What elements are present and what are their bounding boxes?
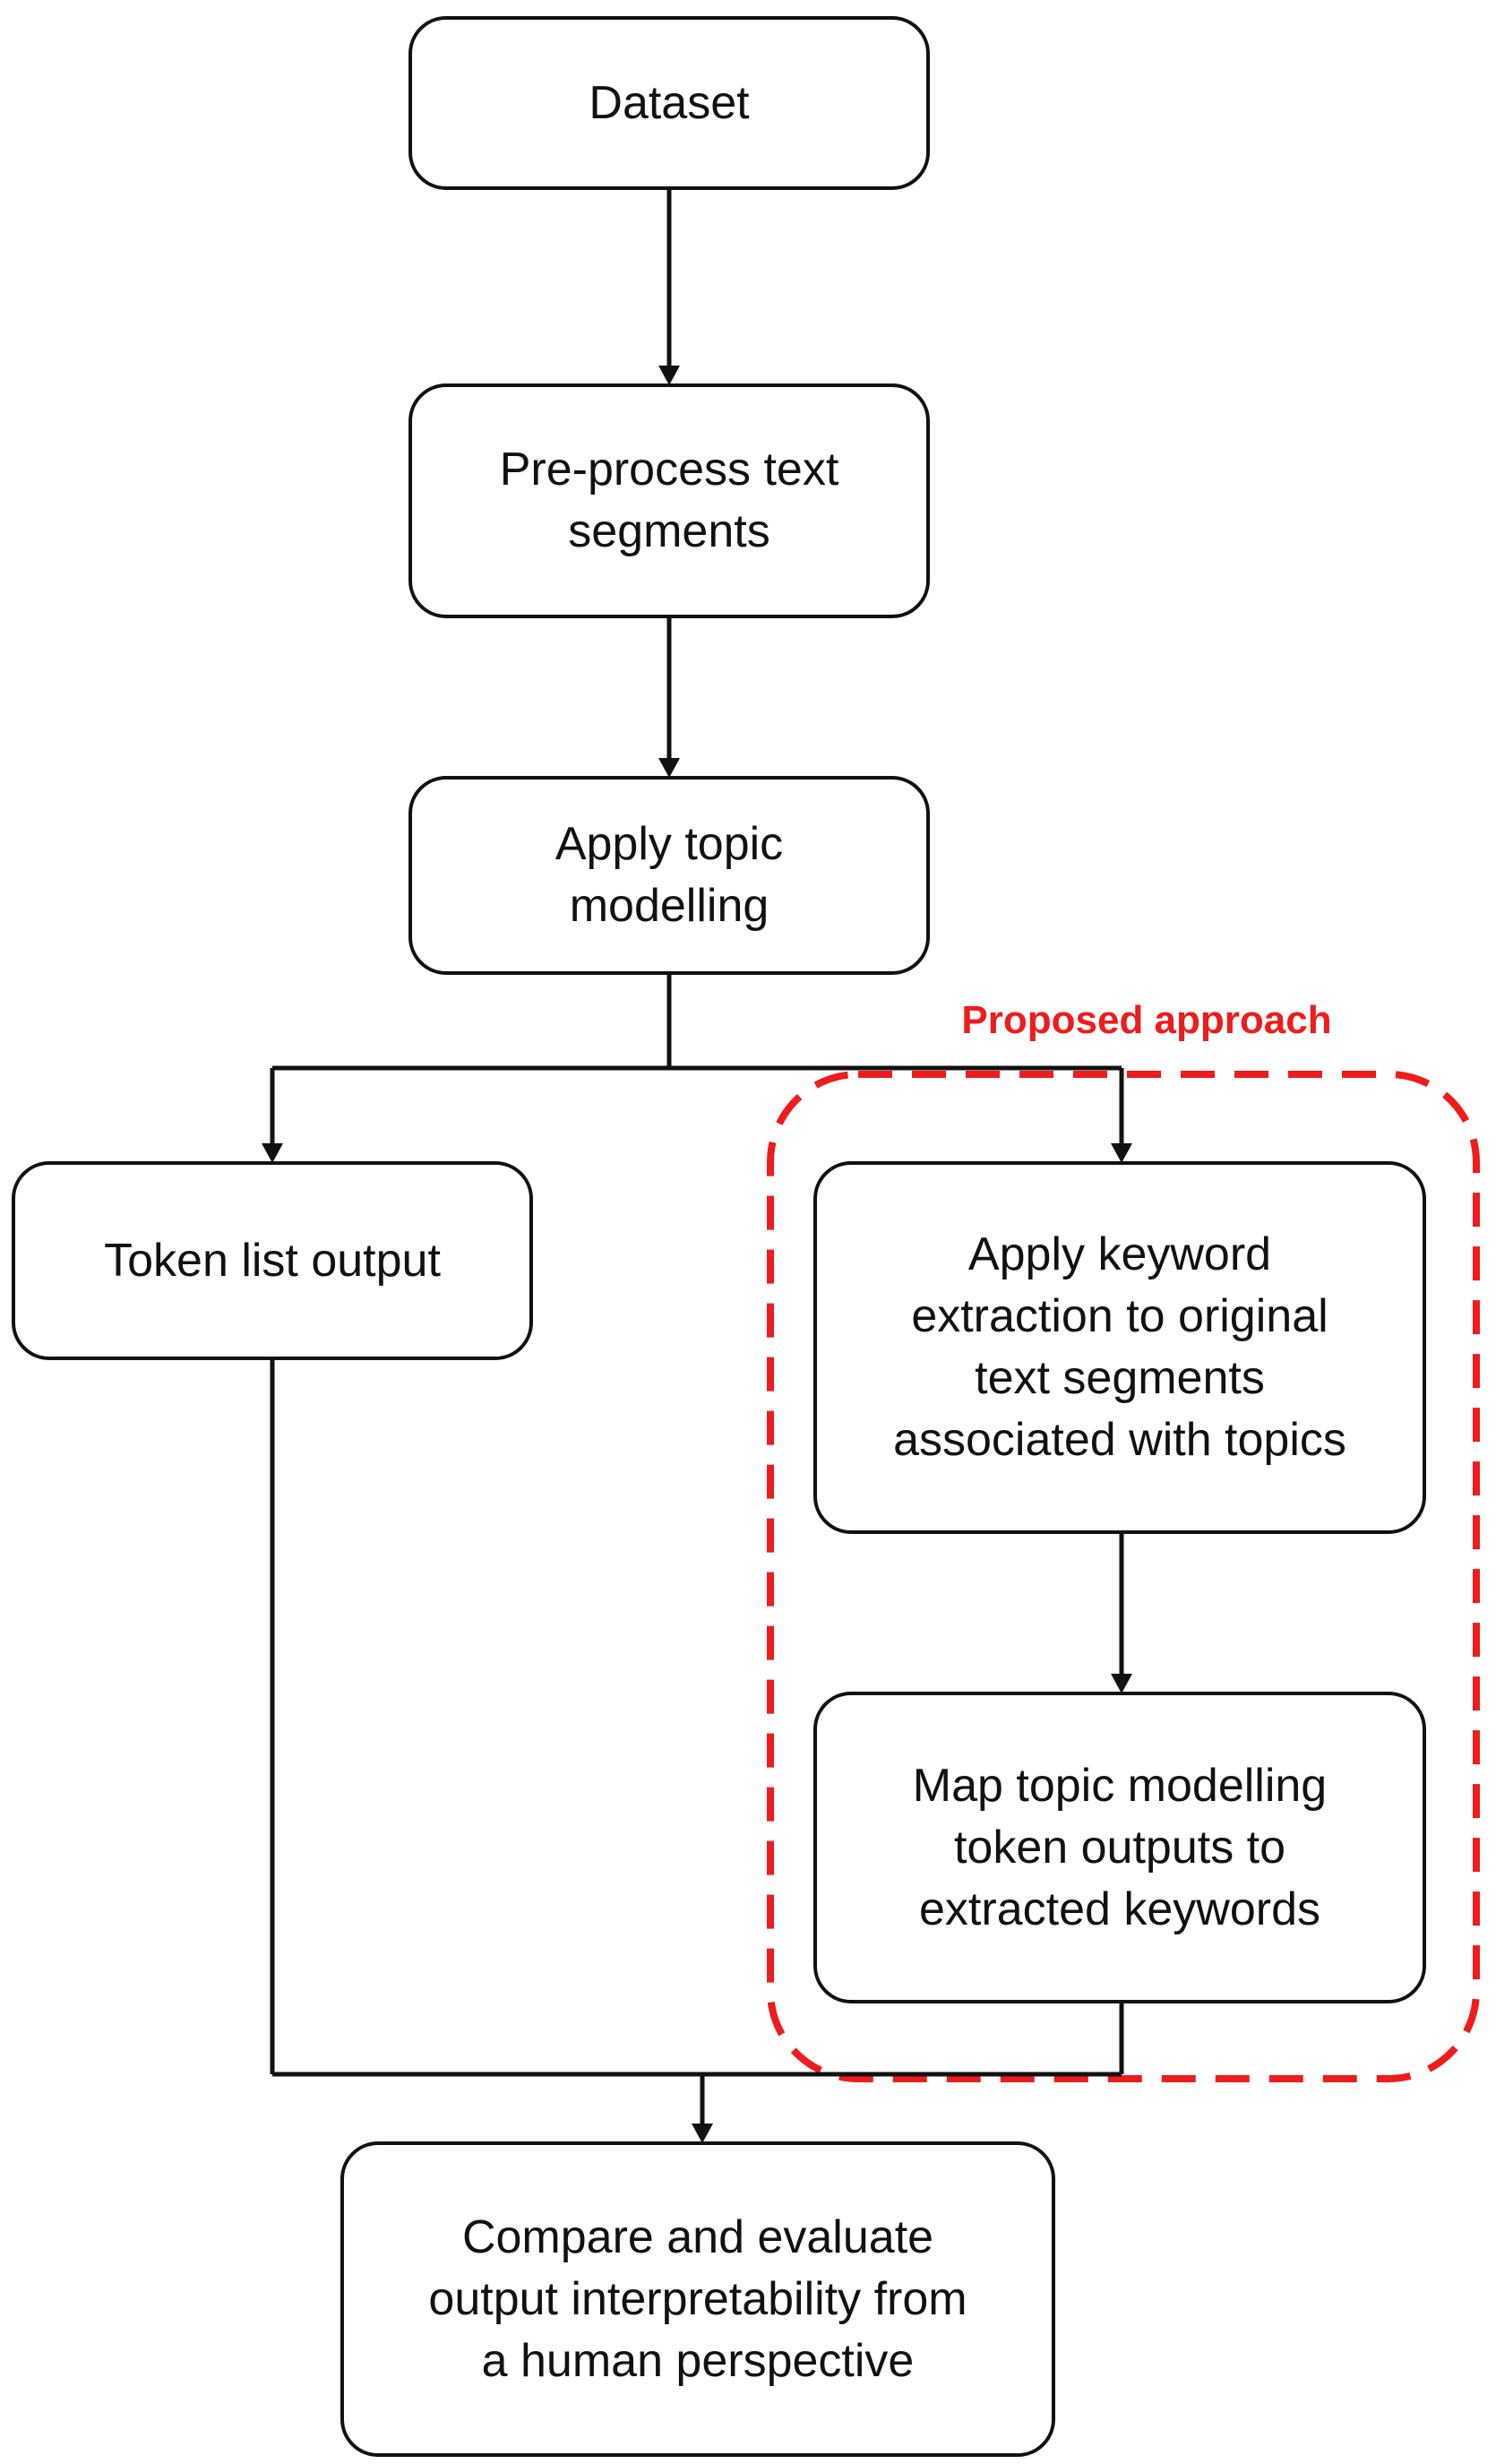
compare-label: Compare and evaluate output interpretabi… [428, 2210, 967, 2387]
arrow-merge-to-compare [270, 1360, 1124, 2143]
topic-modelling-node: Apply topic modelling [408, 776, 930, 975]
dataset-label: Dataset [589, 76, 750, 129]
arrow-keyword-to-map [1111, 1534, 1132, 1693]
token-list-node: Token list output [12, 1161, 533, 1360]
arrow-topic-modelling-split [262, 975, 1132, 1163]
map-tokens-label: Map topic modelling token outputs to ext… [912, 1759, 1328, 1935]
map-tokens-node: Map topic modelling token outputs to ext… [813, 1692, 1426, 2003]
preprocess-node: Pre-process text segments [408, 383, 930, 618]
dataset-node: Dataset [408, 16, 930, 190]
compare-node: Compare and evaluate output interpretabi… [340, 2141, 1055, 2457]
keyword-extraction-label: Apply keyword extraction to original tex… [893, 1228, 1346, 1466]
token-list-label: Token list output [104, 1234, 441, 1287]
preprocess-label: Pre-process text segments [499, 444, 839, 557]
arrow-dataset-to-preprocess [658, 190, 680, 385]
topic-modelling-label: Apply topic modelling [555, 818, 784, 932]
arrow-preprocess-to-topic-modelling [658, 618, 680, 778]
keyword-extraction-node: Apply keyword extraction to original tex… [813, 1161, 1426, 1534]
proposed-approach-frame [767, 1071, 1480, 2082]
proposed-approach-label: Proposed approach [961, 998, 1332, 1042]
